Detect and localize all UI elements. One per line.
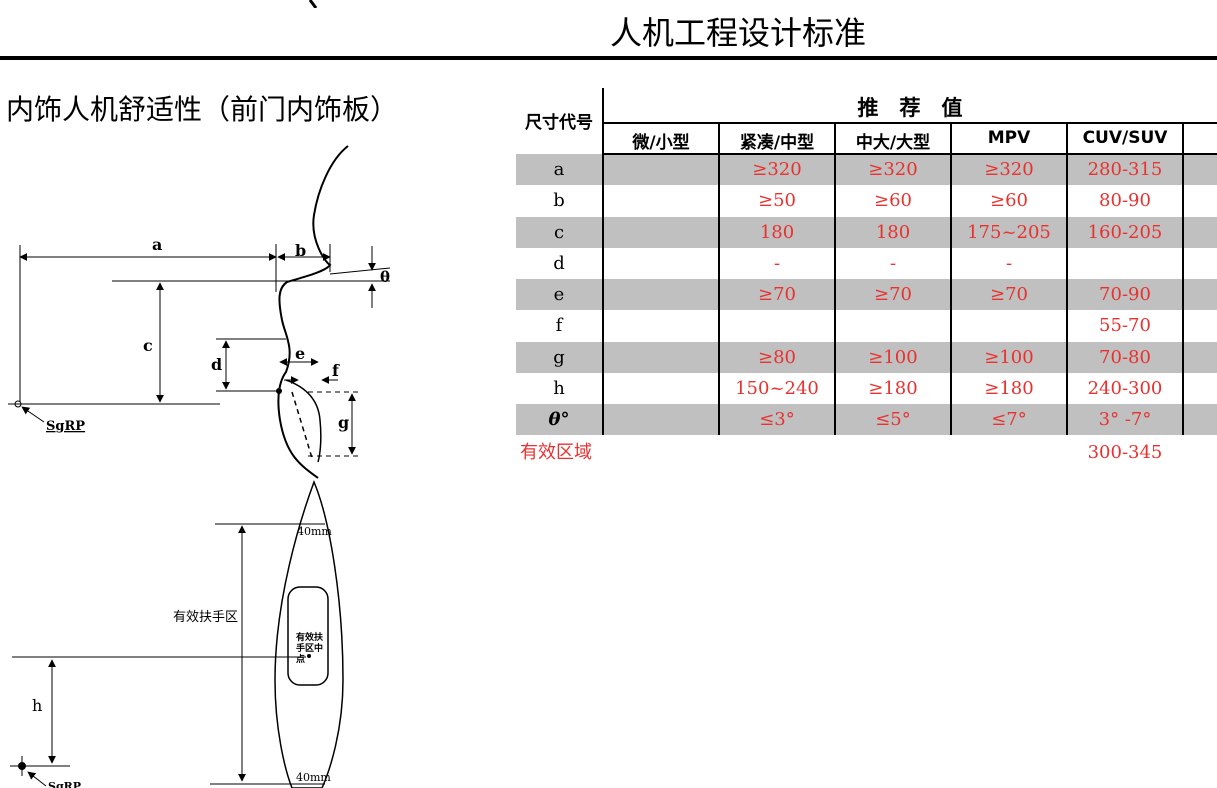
row-code: e <box>553 284 565 305</box>
footer-value: 300-345 <box>1087 442 1163 463</box>
table-cell: - <box>773 252 781 274</box>
table-cell <box>604 279 718 310</box>
table-cell <box>604 154 718 185</box>
table-cell: ≥80 <box>758 346 796 368</box>
table-cell: 70-90 <box>1099 284 1151 305</box>
door-trim-diagram: a b θ c SgRP d e f g 有效扶 手区中 点 40mm 40mm… <box>8 145 391 788</box>
armrest-profile <box>285 379 322 463</box>
table-cell: ≥320 <box>984 159 1034 180</box>
dim-label-h: h <box>32 696 42 715</box>
table-cell: 55-70 <box>1099 315 1151 337</box>
table-cell: 180 <box>759 221 795 243</box>
table-cell: 180 <box>875 221 911 243</box>
table-cell: ≥50 <box>758 190 796 212</box>
header-divider <box>0 56 1217 60</box>
dim-label-g: g <box>338 413 349 432</box>
sgrp-label-bottom: SgRP <box>48 780 81 788</box>
dim-label-a: a <box>152 235 162 254</box>
dim-label-c: c <box>143 336 153 355</box>
door-trim-profile <box>277 145 349 479</box>
dim-label-f: f <box>332 361 340 380</box>
table-cell: ≥70 <box>990 284 1028 305</box>
table-cell: 175~205 <box>967 221 1051 243</box>
table-cell <box>720 310 834 341</box>
row-code: a <box>553 159 565 180</box>
table-cell: ≥70 <box>874 284 912 305</box>
table-cell: ≥100 <box>868 346 918 368</box>
group-header: 推 荐 值 <box>857 96 963 120</box>
recommended-values-table: 尺寸代号 推 荐 值 微/小型 紧凑/中型 中大/大型 MPV CUV/SUV … <box>516 88 1217 468</box>
page-title: 人机工程设计标准 <box>610 14 867 52</box>
table-cell: 70-80 <box>1099 346 1151 368</box>
table-cell: ≥320 <box>868 159 918 180</box>
row-code: θ° <box>548 409 570 430</box>
table-cell <box>604 342 718 373</box>
table-cell: ≤5° <box>875 409 911 430</box>
section-title: 内饰人机舒适性（前门内饰板） <box>6 93 399 126</box>
dim-label-theta: θ <box>380 268 390 286</box>
armrest-top-view <box>274 479 344 788</box>
table-cell: - <box>889 252 897 274</box>
column-header: CUV/SUV <box>1082 128 1168 148</box>
table-cell: 3° -7° <box>1098 409 1152 430</box>
table-cell <box>952 310 1066 341</box>
table-cell: ≥180 <box>868 377 918 399</box>
sgrp-label-top: SgRP <box>46 419 85 434</box>
row-code: c <box>553 221 565 243</box>
table-cell <box>604 310 718 341</box>
table-cell: ≤3° <box>759 409 795 430</box>
table-cell <box>604 248 718 279</box>
column-header: 紧凑/中型 <box>739 133 815 153</box>
table-cell: 160-205 <box>1087 221 1163 243</box>
table-cell: ≤7° <box>991 409 1027 430</box>
table-cell <box>604 217 718 248</box>
dim-label-e: e <box>295 344 305 363</box>
footer-label: 有效区域 <box>520 442 592 463</box>
table-cell <box>836 310 950 341</box>
table-cell <box>604 404 718 435</box>
table-cell: ≥100 <box>984 346 1034 368</box>
table-cell: ≥180 <box>984 377 1034 399</box>
table-cell: ≥70 <box>758 284 796 305</box>
table-cell <box>604 185 718 216</box>
table-cell: ≥60 <box>990 190 1028 212</box>
table-cell: - <box>1005 252 1013 274</box>
armrest-center-label-2: 手区中 <box>296 642 323 654</box>
header-logo-mark <box>308 0 318 8</box>
table-cell: 150~240 <box>735 377 819 399</box>
table-cell: ≥320 <box>752 159 802 180</box>
dim-label-b: b <box>295 241 306 260</box>
table-cell: ≥60 <box>874 190 912 212</box>
row-code: f <box>555 315 563 337</box>
column-header: 中大/大型 <box>855 133 931 153</box>
row-code: h <box>553 377 565 399</box>
dim-label-d: d <box>211 355 222 374</box>
row-code: g <box>553 346 565 368</box>
column-header: 微/小型 <box>632 133 690 153</box>
mm-label-bottom: 40mm <box>296 771 331 784</box>
table-cell: 80-90 <box>1099 190 1151 212</box>
row-code: b <box>553 190 565 212</box>
row-code: d <box>553 252 565 274</box>
armrest-zone-label: 有效扶手区 <box>173 610 238 625</box>
armrest-center-label-3: 点 <box>296 653 305 665</box>
table-cell: 280-315 <box>1087 159 1163 180</box>
column-header: MPV <box>987 128 1031 148</box>
table-cell: 240-300 <box>1087 377 1163 399</box>
armrest-center-label-1: 有效扶 <box>296 631 324 643</box>
mm-label-top: 40mm <box>297 525 332 538</box>
table-cell <box>1068 248 1182 279</box>
table-cell <box>604 373 718 404</box>
corner-header: 尺寸代号 <box>525 113 593 133</box>
